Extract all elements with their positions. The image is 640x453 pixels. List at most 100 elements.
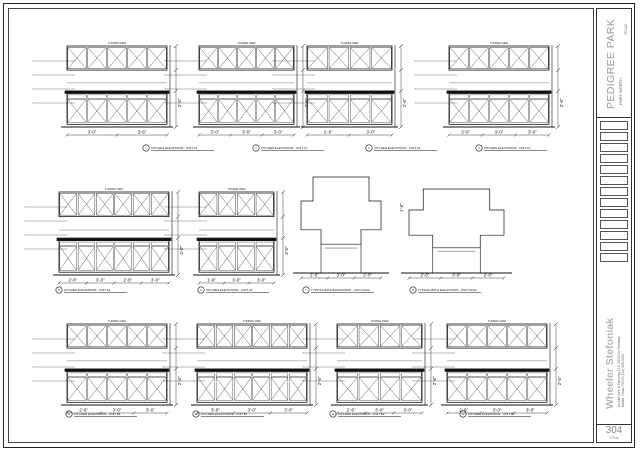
drawer <box>132 241 151 246</box>
door-swing <box>197 325 215 347</box>
dimension-tick <box>300 67 306 73</box>
view-number-bubble <box>197 286 205 294</box>
dimension-tick <box>175 235 181 241</box>
project-name: PEDIGREE PARK <box>605 18 617 109</box>
drawer <box>252 372 270 377</box>
door-swing <box>509 99 529 123</box>
cabinet-door <box>237 47 256 69</box>
upper-cabinets <box>66 323 168 349</box>
view-title: KITCHEN ELEVATIONS - UNIT B1 <box>74 412 121 416</box>
horizontal-dimension: 3'-0" <box>113 408 122 413</box>
door-swing <box>114 193 132 216</box>
horizontal-dimension: 3'-0" <box>452 273 461 278</box>
dimension-tick <box>112 281 116 285</box>
cabinet-door <box>489 47 509 69</box>
horizontal-dimension: 3'-0" <box>495 130 504 135</box>
door-swing <box>289 377 307 401</box>
view-number-bubble <box>252 144 260 152</box>
dimension-tick <box>553 366 559 372</box>
view-number: 3 <box>368 146 370 150</box>
dimension-tick <box>502 276 506 280</box>
cabinet-door <box>199 99 218 123</box>
dimension-tick <box>313 345 319 351</box>
dimension-tick <box>478 411 483 415</box>
view-number: 7 <box>305 288 307 292</box>
cabinet-door <box>114 193 132 216</box>
horizontal-dimension: 2'-6" <box>324 130 333 135</box>
firm-address: Architecture & Planning, LLC 3535 Lee Pa… <box>617 336 625 407</box>
door-swing <box>218 99 237 123</box>
drawer <box>218 241 236 246</box>
cabinet-door <box>527 377 547 401</box>
door-swing <box>449 99 469 123</box>
drawer <box>371 94 392 99</box>
dimension-tick <box>398 43 404 49</box>
drawer <box>114 241 132 246</box>
dimension-tick <box>428 321 434 327</box>
dimension-tick <box>165 133 169 137</box>
view-number: 8 <box>412 288 414 292</box>
door-swing <box>67 47 87 69</box>
dimension-tick <box>555 43 561 49</box>
vertical-dimension: 2'-6" <box>559 98 564 107</box>
cabinet-door <box>96 193 114 216</box>
cabinet-door <box>252 377 270 401</box>
revision-box <box>600 209 628 218</box>
dimension-tick <box>438 276 443 280</box>
drawer <box>289 372 307 377</box>
dimension-tick <box>305 133 309 137</box>
dimension-tick <box>300 88 306 94</box>
drawer <box>509 94 529 99</box>
dimension-tick <box>313 366 319 372</box>
revision-box <box>600 198 628 207</box>
door-swing <box>371 99 392 123</box>
door-swing <box>151 246 169 271</box>
cabinet-door <box>401 325 422 347</box>
door-swing <box>199 99 218 123</box>
cabinet-door <box>270 377 289 401</box>
view-title: KITCHEN ELEVATIONS - UNIT A1 <box>484 146 531 150</box>
door-swing <box>199 246 218 271</box>
view-number: 2 <box>255 146 257 150</box>
door-swing <box>527 377 547 401</box>
door-swing <box>87 325 107 347</box>
sheet-outer-border <box>3 3 635 448</box>
door-swing <box>275 47 294 69</box>
view-number: 4 <box>478 146 480 150</box>
cabinet-door <box>151 193 169 216</box>
dimension-tick <box>363 411 368 415</box>
cabinet-door <box>67 47 87 69</box>
elevation-header: TUNDRA VIEW <box>108 319 127 323</box>
view-number-bubble <box>142 144 150 152</box>
horizontal-dimension: 3'-0" <box>96 278 105 283</box>
dimension-tick <box>222 281 226 285</box>
cabinet-door <box>350 99 371 123</box>
horizontal-dimension: 3'-0" <box>88 130 97 135</box>
door-swing <box>507 325 527 347</box>
door-swing <box>252 377 270 401</box>
cabinet-door <box>237 193 255 216</box>
view-number: 6 <box>200 288 202 292</box>
door-swing <box>96 246 114 271</box>
vertical-dimension: 2'-6" <box>177 376 182 385</box>
cabinet-door <box>467 325 487 347</box>
cabinet-door <box>114 246 132 271</box>
door-swing <box>237 193 255 216</box>
drawer <box>234 372 252 377</box>
cabinet-door <box>350 47 371 69</box>
door-swing <box>487 377 507 401</box>
horizontal-dimension: 2'-0" <box>484 273 493 278</box>
dimension-tick <box>352 276 357 280</box>
cabinet-door <box>107 325 127 347</box>
upper-cabinets <box>198 191 275 218</box>
dimension-tick <box>57 281 61 285</box>
cabinet-door <box>507 377 527 401</box>
door-swing <box>132 246 151 271</box>
cabinet-door <box>234 325 252 347</box>
drawer <box>255 241 274 246</box>
dimension-tick <box>231 411 236 415</box>
